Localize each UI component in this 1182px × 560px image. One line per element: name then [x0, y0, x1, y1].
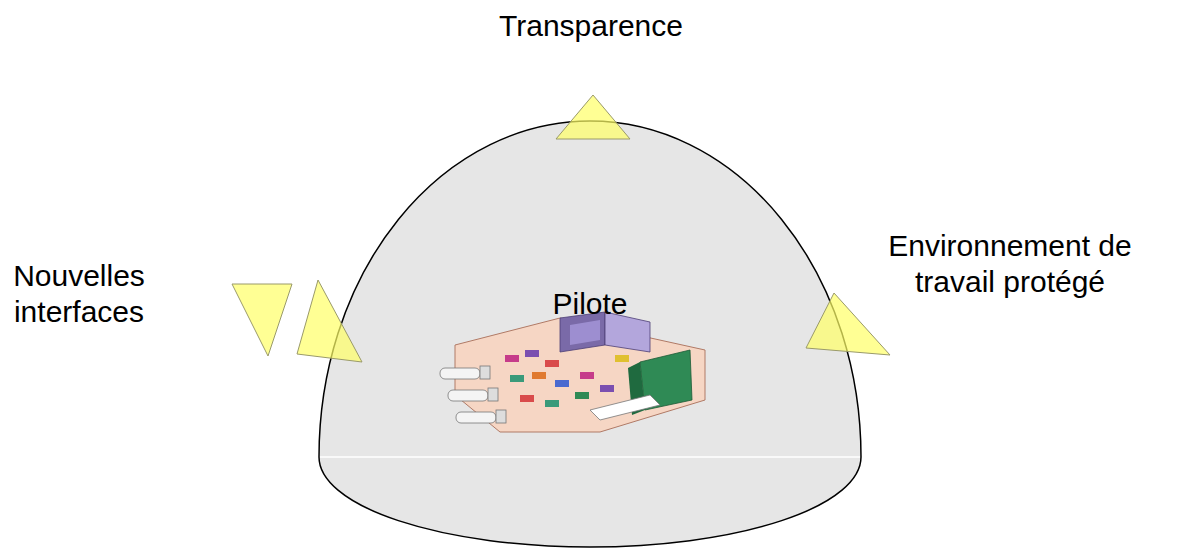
dome-node: Pilote	[318, 120, 862, 550]
node-title: Pilote	[318, 286, 862, 322]
side-label: Transparence	[391, 8, 791, 44]
triangle-right	[806, 293, 890, 355]
side-label: Environnement de travail protégé	[878, 228, 1142, 300]
side-label: Nouvelles interfaces	[4, 258, 154, 330]
triangle-left-up	[297, 280, 362, 362]
triangle-left-down	[232, 284, 292, 356]
warehouse-illustration	[318, 120, 862, 550]
triangle-top	[556, 95, 630, 139]
